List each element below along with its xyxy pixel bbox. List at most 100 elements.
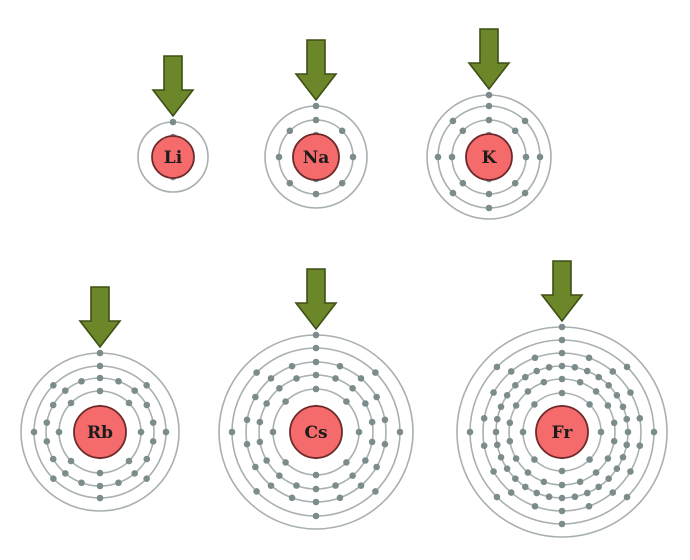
electron [61, 387, 69, 394]
valence-arrow-icon [78, 286, 122, 349]
electron [349, 385, 356, 392]
electron [522, 373, 529, 381]
nucleus [73, 405, 127, 459]
electron [336, 494, 344, 502]
electron [506, 419, 514, 427]
electron [252, 463, 259, 471]
electron [571, 493, 579, 501]
electron [533, 367, 541, 375]
electron [490, 468, 497, 475]
electron [373, 393, 380, 401]
electron [312, 371, 320, 379]
electron [493, 415, 501, 423]
electron [605, 382, 612, 389]
electron [524, 469, 532, 476]
nucleus-label: Na [303, 148, 330, 168]
electron [558, 481, 566, 489]
electron [49, 401, 57, 409]
electron [512, 475, 519, 482]
electron [381, 440, 389, 448]
nucleus [289, 405, 343, 459]
electron [312, 331, 320, 339]
electron [143, 401, 151, 409]
electron [497, 403, 505, 411]
electron [533, 489, 541, 497]
electron [78, 377, 85, 385]
electron [531, 354, 539, 362]
electron [605, 475, 612, 482]
electron [96, 482, 104, 490]
valence-arrow-icon [540, 260, 584, 323]
electron [558, 389, 566, 397]
electron [78, 479, 85, 487]
electron [586, 456, 593, 463]
nucleus-label: Li [164, 148, 183, 168]
electron [558, 507, 566, 515]
electron [125, 457, 133, 465]
electron [619, 403, 627, 411]
electron [312, 116, 320, 124]
electron [512, 382, 519, 389]
electron [372, 488, 379, 495]
electron [485, 102, 493, 110]
electron [592, 388, 600, 395]
electron [143, 475, 150, 482]
electron [288, 494, 296, 502]
electron [253, 369, 260, 376]
electron [522, 153, 530, 161]
electron [485, 116, 493, 124]
electron [595, 483, 602, 491]
electron [55, 428, 63, 436]
electron [493, 493, 501, 501]
electron [286, 127, 294, 135]
electron [355, 428, 363, 436]
atom-rb: Rb [20, 286, 180, 512]
electron [381, 416, 389, 424]
electron [492, 428, 500, 436]
electron [650, 428, 658, 436]
electron [349, 472, 356, 479]
electron [312, 358, 320, 366]
electron [312, 102, 320, 110]
electron [595, 373, 602, 381]
electron [263, 457, 270, 464]
electron [293, 482, 300, 489]
electron [583, 367, 591, 375]
valence-arrow-icon [294, 39, 338, 102]
electron [609, 489, 617, 496]
electron [357, 482, 365, 489]
atom-fr: Fr [456, 260, 668, 538]
electron [115, 377, 122, 385]
electron [282, 398, 289, 405]
electron [312, 471, 320, 479]
electron [571, 363, 579, 371]
electron [627, 468, 634, 475]
electron [521, 189, 529, 197]
electron [434, 153, 442, 161]
electron [252, 393, 259, 401]
electron [312, 190, 320, 198]
electron [96, 374, 104, 382]
electron [312, 485, 320, 493]
electron [368, 418, 376, 426]
electron [96, 349, 104, 357]
electron [623, 493, 631, 501]
valence-arrow-icon [151, 55, 195, 118]
electron [519, 428, 527, 436]
electron [604, 455, 612, 462]
electron [503, 465, 511, 472]
electron [336, 362, 344, 370]
electron [276, 472, 283, 479]
electron [332, 375, 339, 382]
electron [449, 117, 457, 125]
nucleus-label: Cs [304, 423, 327, 443]
electron [149, 419, 157, 426]
electron [50, 475, 57, 482]
electron [67, 457, 75, 465]
electron [503, 392, 511, 399]
electron [30, 428, 38, 436]
electron [613, 392, 621, 399]
electron [357, 375, 365, 382]
electron [338, 127, 346, 135]
electron [506, 437, 514, 445]
